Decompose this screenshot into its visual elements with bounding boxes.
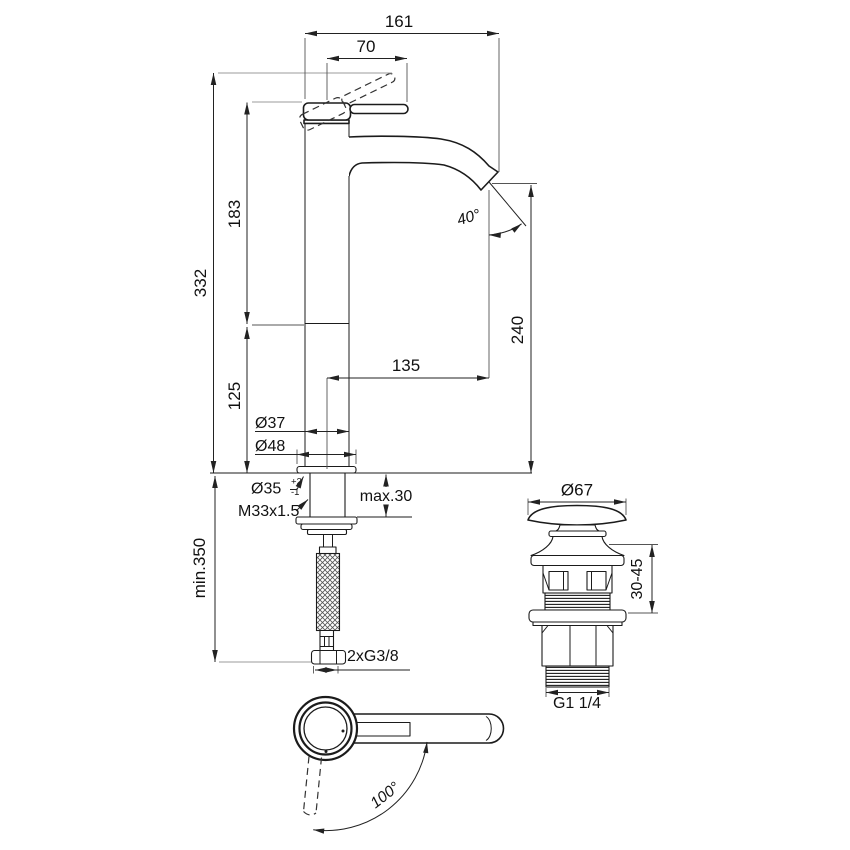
dim-height-183: 183 [225, 200, 244, 228]
pivot-dot-right [341, 729, 345, 733]
dimensions-drain: Ø67 30-45 G1 1/4 [527, 481, 658, 712]
swivel-angle-label: 100° [367, 779, 403, 812]
mounting-gasket [300, 523, 353, 531]
hose-thread-label: 2xG3/8 [347, 648, 399, 665]
main-view: 161 70 332 183 125 min.350 240 135 [190, 12, 537, 674]
dim-height-125: 125 [225, 382, 244, 410]
hose-nut [310, 649, 347, 665]
dim-shank-diameter-35: Ø35 +2 -1 [251, 476, 304, 498]
dim-width-70: 70 [357, 37, 376, 56]
drain-flange [530, 554, 625, 567]
dim-cap-diameter-67: Ø67 [561, 481, 593, 500]
faucet-body [296, 123, 357, 474]
dim-spout-reach-135: 135 [392, 356, 420, 375]
dim-hose-min-350: min.350 [190, 538, 209, 598]
drain-locknut [528, 609, 627, 623]
dim-clamp-range: 30-45 [629, 558, 646, 599]
braided-hose [315, 552, 341, 632]
drain-slotted-neck [542, 564, 613, 594]
dim-spout-angle-40: 40° [455, 181, 527, 238]
drain-cap-stem [555, 524, 600, 532]
drain-flare [530, 535, 625, 557]
handle-rotated-dashed [302, 756, 323, 816]
shank-tolerance-minus: -1 [291, 487, 299, 498]
dim-shank-thread-m33: M33x1.5 [238, 499, 309, 520]
dim-deck-max-30: max.30 [357, 474, 413, 518]
hose-end-fitting [310, 629, 347, 665]
handle-raised-dashed [298, 72, 396, 131]
dim-hose-thread: 2xG3/8 [313, 648, 410, 674]
mounting-washer [295, 516, 358, 525]
drain-tail-thread [545, 665, 610, 688]
mounting-nut [306, 528, 348, 536]
deck-thickness-label: max.30 [360, 488, 413, 505]
dim-body-diameter-37: Ø37 [255, 415, 285, 432]
dim-drain-thread: G1 1/4 [553, 695, 601, 712]
dim-spout-height-240: 240 [508, 316, 527, 344]
shank-diameter-label: Ø35 [251, 481, 281, 498]
pivot-dot-bottom [324, 750, 328, 753]
cartridge-cap [302, 102, 352, 121]
handle-lever [349, 103, 409, 115]
drain-view: Ø67 30-45 G1 1/4 [527, 481, 658, 712]
drain-stem-ring [548, 530, 607, 538]
drain-hex-body [541, 624, 614, 667]
cartridge-cap-top [303, 706, 348, 751]
handle [302, 102, 409, 125]
blade-tip-inner-line [485, 716, 492, 741]
dim-base-diameter-48: Ø48 [255, 438, 285, 455]
drain-cap [527, 504, 627, 526]
base-flange [296, 465, 357, 474]
handle-top-view: 100° [292, 695, 505, 834]
dimensions-main: 161 70 332 183 125 min.350 240 135 [190, 12, 537, 674]
shank-thread-label: M33x1.5 [238, 503, 299, 520]
dim-height-332: 332 [191, 269, 210, 297]
spout [348, 135, 499, 191]
spout-angle-label: 40° [455, 206, 482, 229]
dim-width-161: 161 [385, 12, 413, 31]
drain-upper-thread [544, 592, 611, 611]
hose-collar [318, 546, 337, 555]
supply-shank [295, 472, 358, 665]
threaded-shank [309, 472, 346, 518]
